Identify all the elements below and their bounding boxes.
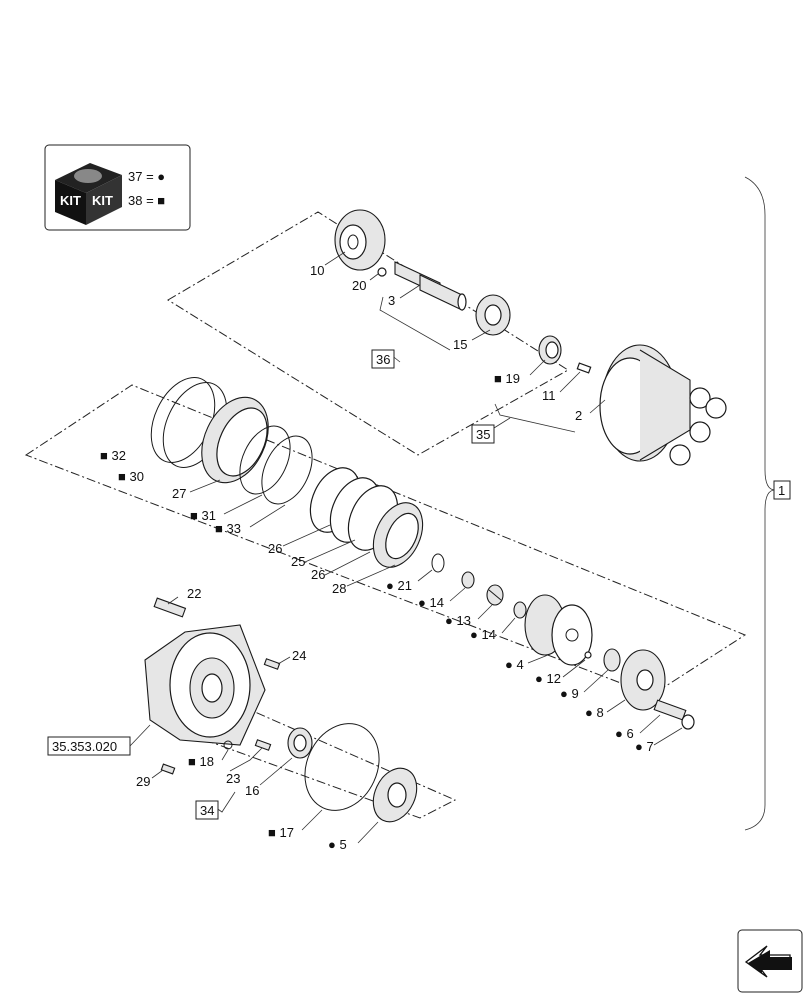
part-33-ring[interactable]	[252, 428, 322, 512]
kit-box-icon: KIT KIT	[55, 163, 122, 225]
ref-1-box[interactable]	[773, 480, 791, 500]
kit-label-left: KIT	[60, 193, 81, 208]
ref-36-box[interactable]	[371, 349, 395, 369]
callout-25: 25	[291, 554, 305, 569]
part-31-ring[interactable]	[230, 418, 300, 502]
upper-dashdot-outline	[167, 211, 569, 456]
part-12-pin[interactable]	[584, 651, 592, 659]
callout-29: 29	[136, 774, 150, 789]
callout-15: 15	[453, 337, 467, 352]
part-16-bearing[interactable]	[287, 727, 313, 759]
part-10-flange[interactable]	[334, 209, 386, 271]
callout-8: ● 8	[585, 705, 604, 720]
part-2-housing[interactable]	[599, 344, 727, 466]
callout-13: ● 13	[445, 613, 471, 628]
callout-24: 24	[292, 648, 306, 663]
part-5-plate[interactable]	[365, 761, 425, 829]
ref-34-label: 34	[200, 803, 214, 818]
callout-27: 27	[172, 486, 186, 501]
kit-label-right: KIT	[92, 193, 113, 208]
part-13-spring[interactable]	[486, 584, 504, 606]
part-19-seal[interactable]	[538, 335, 562, 365]
callout-12: ● 12	[535, 671, 561, 686]
middle-dashdot-outline	[24, 384, 747, 696]
part-24-pin[interactable]	[263, 658, 281, 670]
callout-20: 20	[352, 278, 366, 293]
callout-14b: ● 14	[470, 627, 496, 642]
kit-legend-line-38: 38 = ■	[128, 193, 165, 208]
callout-5: ● 5	[328, 837, 347, 852]
callout-31: ■ 31	[190, 508, 216, 523]
part-15-bearing[interactable]	[475, 294, 511, 336]
part-22-bolt[interactable]	[153, 597, 187, 618]
part-23-pin[interactable]	[254, 739, 272, 751]
callout-32: ■ 32	[100, 448, 126, 463]
part-3-shaft[interactable]	[394, 261, 467, 311]
callout-21: ● 21	[386, 578, 412, 593]
callout-18: ■ 18	[188, 754, 214, 769]
callout-16: 16	[245, 783, 259, 798]
callout-labels: 10 20 3 15 ■ 19 11 2 ■ 32 ■ 30 27 ■ 31 ■…	[100, 263, 654, 852]
part-17-oring[interactable]	[291, 711, 392, 822]
part-14-washer-a[interactable]	[461, 571, 475, 589]
part-27-piston[interactable]	[189, 387, 281, 494]
ref-35-label: 35	[476, 427, 490, 442]
ref-1-label: 1	[778, 483, 785, 498]
callout-19: ■ 19	[494, 371, 520, 386]
callout-22: 22	[187, 586, 201, 601]
callout-10: 10	[310, 263, 324, 278]
kit-legend-line-37: 37 = ●	[128, 169, 165, 184]
ref-assembly-box[interactable]	[47, 736, 131, 756]
part-6-pin[interactable]	[653, 699, 687, 721]
part-lower-housing[interactable]	[144, 624, 266, 746]
part-8-plate[interactable]	[620, 649, 666, 711]
part-7-oring[interactable]	[681, 714, 695, 730]
callout-9: ● 9	[560, 686, 579, 701]
callout-6: ● 6	[615, 726, 634, 741]
part-11-pin[interactable]	[576, 362, 592, 374]
part-14-washer-b[interactable]	[513, 601, 527, 619]
callout-30: ■ 30	[118, 469, 144, 484]
callout-2: 2	[575, 408, 582, 423]
callout-26a: 26	[268, 541, 282, 556]
ref-35-box[interactable]	[471, 424, 495, 444]
callout-23: 23	[226, 771, 240, 786]
part-20-ball[interactable]	[377, 267, 387, 277]
part-4-cylinder-block[interactable]	[524, 594, 593, 666]
ref-36-label: 36	[376, 352, 390, 367]
kit-legend: KIT KIT 37 = ● 38 = ■	[44, 144, 191, 231]
callout-26b: 26	[311, 567, 325, 582]
part-21-snap-ring[interactable]	[431, 553, 445, 573]
callout-33: ■ 33	[215, 521, 241, 536]
part-18-oring[interactable]	[223, 740, 233, 750]
part-29-plug[interactable]	[160, 763, 176, 775]
callout-7: ● 7	[635, 739, 654, 754]
assembly-bracket	[744, 176, 776, 831]
callout-11: 11	[542, 388, 556, 403]
callout-17: ■ 17	[268, 825, 294, 840]
callout-3: 3	[388, 293, 395, 308]
part-9-washer[interactable]	[603, 648, 621, 672]
callout-14a: ● 14	[418, 595, 444, 610]
callout-28: 28	[332, 581, 346, 596]
callout-4: ● 4	[505, 657, 524, 672]
arrow-icon	[744, 945, 792, 978]
ref-assembly-label: 35.353.020	[52, 739, 117, 754]
part-28-plate[interactable]	[364, 495, 433, 575]
ref-34-box[interactable]	[195, 800, 219, 820]
nav-arrow-button[interactable]	[737, 929, 803, 993]
